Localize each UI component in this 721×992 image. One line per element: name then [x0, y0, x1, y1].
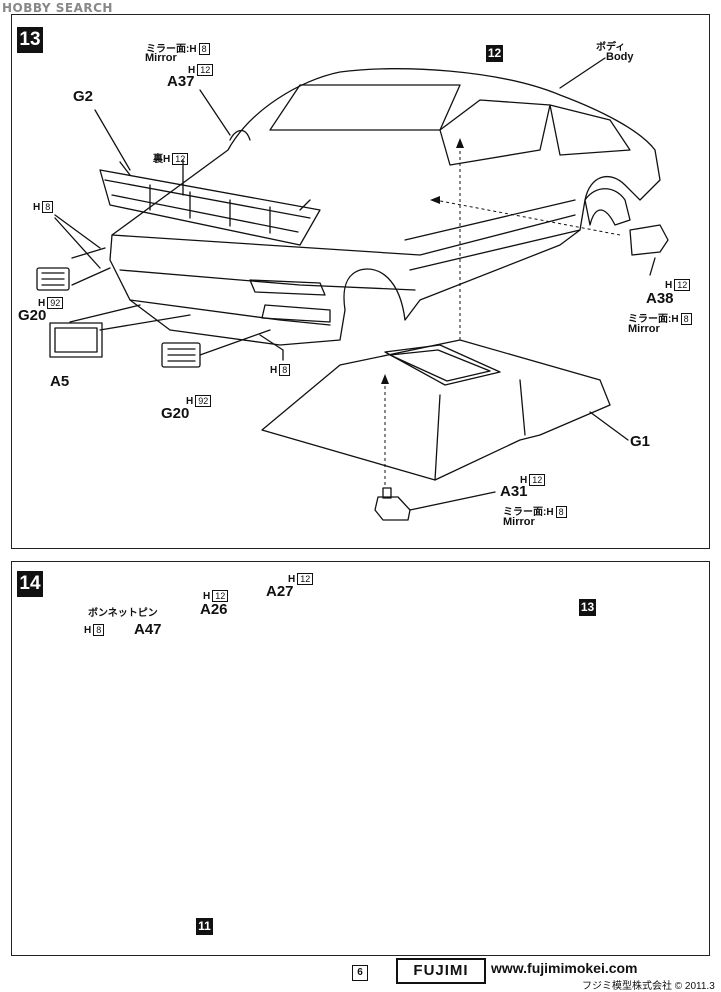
car-body-step13	[109, 68, 661, 346]
g2-grille	[99, 161, 321, 246]
step-13-number: 13	[17, 27, 43, 53]
g2-label: G2	[73, 88, 94, 105]
g1-roof	[261, 339, 611, 481]
a37-mirror-en: Mirror	[145, 52, 177, 64]
step-13-ref-badge: 13	[579, 599, 596, 616]
g1-label: G1	[630, 433, 651, 450]
fujimi-logo: FUJIMI	[396, 958, 486, 984]
a26-label: A26	[200, 601, 228, 618]
a5-label: A5	[50, 373, 70, 390]
body-label-jp: ボディ	[596, 42, 626, 53]
g20-bottom-label: G20	[161, 405, 190, 422]
footer-copyright: フジミ模型株式会社 © 2011.3	[582, 981, 715, 992]
g20-left-lens	[36, 267, 70, 291]
a5-plate	[49, 322, 103, 358]
g20-top-label: G20	[18, 307, 47, 324]
a27-label: A27	[266, 583, 294, 600]
page-number: 6	[352, 965, 368, 981]
body-label-en: Body	[606, 51, 634, 63]
step-14-panel	[11, 561, 710, 956]
watermark: HOBBY SEARCH	[2, 1, 113, 15]
footer-url[interactable]: www.fujimimokei.com	[491, 960, 638, 976]
step-11-ref-badge: 11	[196, 918, 213, 935]
a47-label: A47	[134, 621, 162, 638]
a31-mirror-en: Mirror	[503, 516, 535, 528]
a38-mirror	[629, 224, 669, 256]
a38-label: A38	[646, 290, 674, 307]
bonnet-pin-label-jp: ボンネットピン	[88, 608, 158, 619]
step-13-panel	[11, 14, 710, 549]
step-14-number: 14	[17, 571, 43, 597]
a38-mirror-en: Mirror	[628, 323, 660, 335]
a31-part	[374, 496, 411, 521]
a37-label: A37	[167, 73, 195, 90]
a31-label: A31	[500, 483, 528, 500]
step-12-ref-badge: 12	[486, 45, 503, 62]
